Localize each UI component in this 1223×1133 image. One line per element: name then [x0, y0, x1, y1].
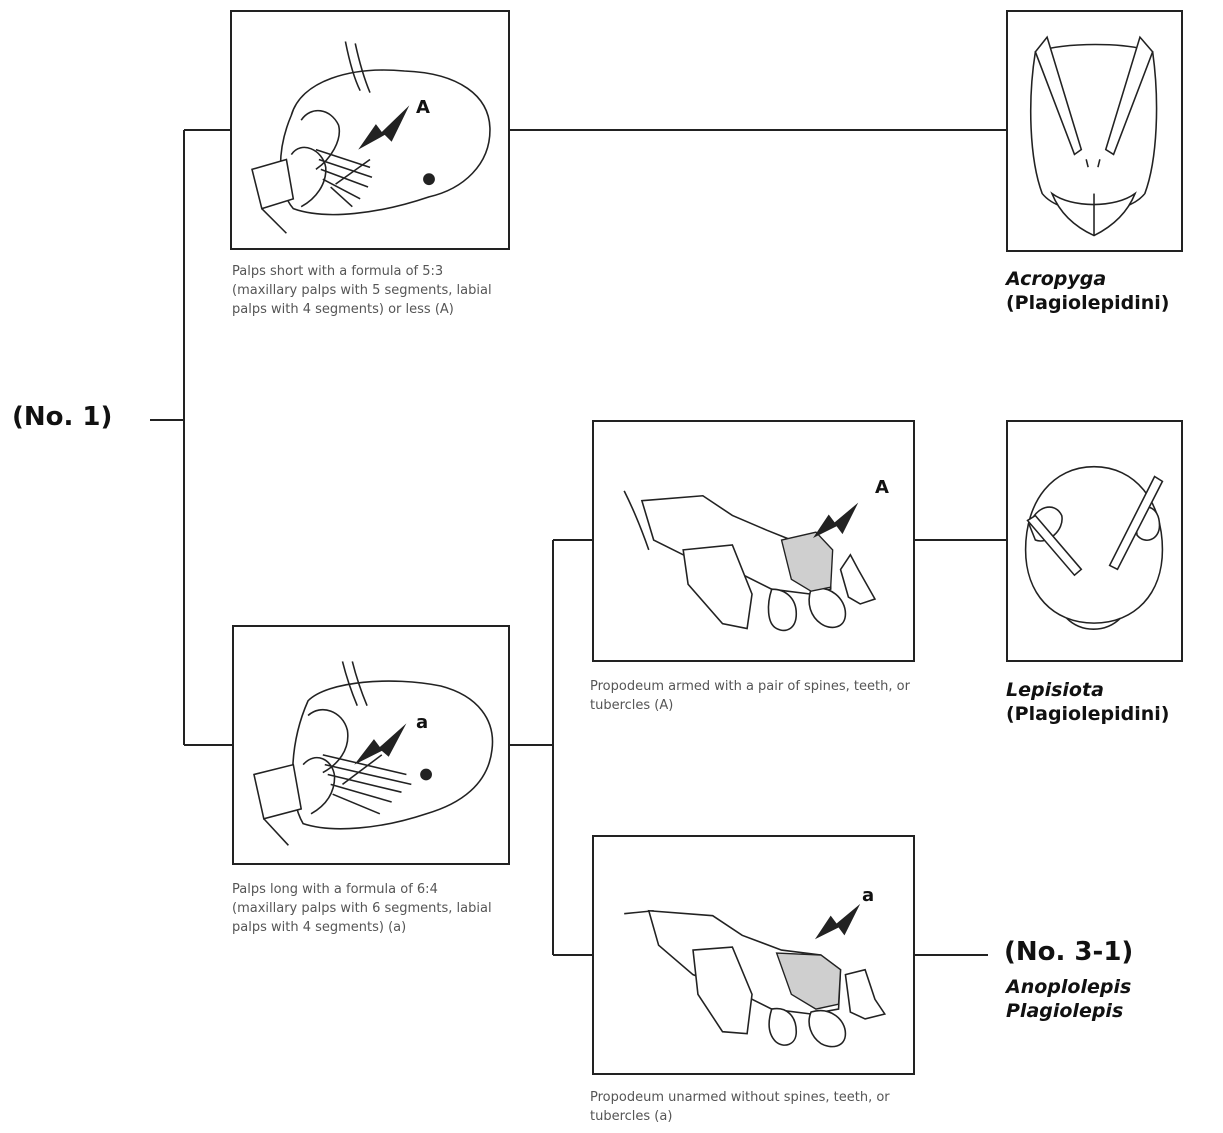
figure-label-A-propodeum: A [875, 477, 889, 498]
figure-label-a: a [416, 712, 428, 733]
acropyga-head-figure [1006, 10, 1183, 252]
root-couplet-ref: (No. 1) [12, 402, 112, 432]
lepisiota-head-figure [1006, 420, 1183, 662]
tribe-acropyga: (Plagiolepidini) [1006, 291, 1169, 315]
lead-2a-caption: Propodeum armed with a pair of spines, t… [590, 677, 910, 715]
tribe-lepisiota: (Plagiolepidini) [1006, 702, 1169, 726]
taxon-list-next: Anoplolepis Plagiolepis [1006, 975, 1131, 1023]
head-short-palps-figure [230, 10, 510, 250]
propodeum-unarmed-figure [592, 835, 915, 1075]
genus-acropyga: Acropyga [1006, 267, 1169, 291]
figure-label-a-propodeum: a [862, 885, 874, 906]
next-couplet-ref: (No. 3-1) [1004, 937, 1133, 967]
head-long-palps-figure [232, 625, 510, 865]
lead-1b-caption: Palps long with a formula of 6:4 (maxill… [232, 880, 507, 937]
figure-label-A: A [416, 97, 430, 118]
genus-plagiolepis: Plagiolepis [1006, 999, 1131, 1023]
taxon-acropyga: Acropyga (Plagiolepidini) [1006, 267, 1169, 315]
propodeum-armed-figure [592, 420, 915, 662]
lead-1a-caption: Palps short with a formula of 5:3 (maxil… [232, 262, 507, 319]
lead-2b-caption: Propodeum unarmed without spines, teeth,… [590, 1088, 890, 1126]
genus-anoplolepis: Anoplolepis [1006, 975, 1131, 999]
genus-lepisiota: Lepisiota [1006, 678, 1169, 702]
taxon-lepisiota: Lepisiota (Plagiolepidini) [1006, 678, 1169, 726]
